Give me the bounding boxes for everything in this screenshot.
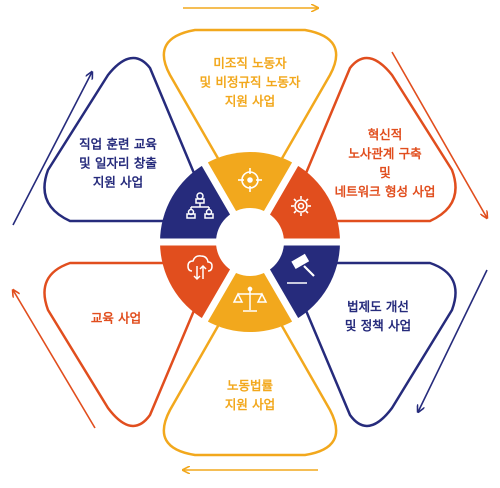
segment-top-line-2: 및 비정규직 노동자 bbox=[199, 74, 301, 90]
segment-lower-left-line-1: 교육 사업 bbox=[90, 310, 142, 326]
segment-upper-right-label: 혁신적 노사관계 구축 및 네트워크 형성 사업 bbox=[335, 125, 436, 201]
segment-top-outline bbox=[162, 28, 338, 216]
center-hole bbox=[216, 208, 284, 276]
segment-top-line-1: 미조직 노동자 bbox=[213, 55, 287, 71]
arrow-upper-left bbox=[12, 72, 92, 226]
segment-bottom-label: 노동법률 지원 사업 bbox=[225, 376, 275, 414]
segment-upper-right-line-1: 혁신적 bbox=[367, 127, 403, 142]
wedge-top bbox=[205, 151, 295, 242]
arrow-lower-left bbox=[13, 290, 96, 429]
segment-bottom-outline bbox=[162, 268, 338, 457]
segment-lower-right-line-2: 및 정책 사업 bbox=[344, 318, 412, 333]
segment-upper-left-line-3: 지원 사업 bbox=[92, 174, 144, 190]
segment-upper-right-outline bbox=[284, 56, 457, 223]
segment-lower-right-outline bbox=[284, 261, 457, 427]
org-chart-icon bbox=[186, 192, 214, 219]
segment-bottom-line-2: 지원 사업 bbox=[224, 397, 276, 412]
segment-upper-right-line-4: 네트워크 형성 사업 bbox=[334, 184, 436, 199]
segment-lower-right-line-1: 법제도 개선 bbox=[347, 299, 409, 314]
segment-lower-left-outline bbox=[43, 261, 216, 427]
segment-upper-left-label: 직업 훈련 교육 및 일자리 창출 지원 사업 bbox=[79, 135, 157, 192]
segment-upper-left-outline bbox=[43, 56, 216, 223]
segment-upper-right-line-3: 및 bbox=[379, 165, 391, 180]
gavel-icon bbox=[287, 253, 315, 284]
segment-top-label: 미조직 노동자 및 비정규직 노동자 지원 사업 bbox=[200, 54, 301, 111]
segment-lower-right-label: 법제도 개선 및 정책 사업 bbox=[345, 297, 411, 335]
scale-icon bbox=[232, 286, 268, 312]
arrow-upper-right bbox=[391, 51, 487, 218]
segment-bottom-line-1: 노동법률 bbox=[226, 378, 274, 393]
target-icon bbox=[238, 168, 262, 192]
segment-upper-left-line-2: 및 일자리 창출 bbox=[79, 155, 157, 171]
segment-lower-left-label: 교육 사업 bbox=[91, 309, 141, 328]
segment-upper-left-line-1: 직업 훈련 교육 bbox=[79, 136, 157, 152]
segment-upper-right-line-2: 노사관계 구축 bbox=[348, 146, 422, 161]
gear-icon bbox=[291, 196, 311, 216]
cloud-transfer-icon bbox=[187, 255, 213, 281]
segment-top-line-3: 지원 사업 bbox=[224, 93, 276, 109]
arrow-lower-right bbox=[418, 269, 488, 412]
